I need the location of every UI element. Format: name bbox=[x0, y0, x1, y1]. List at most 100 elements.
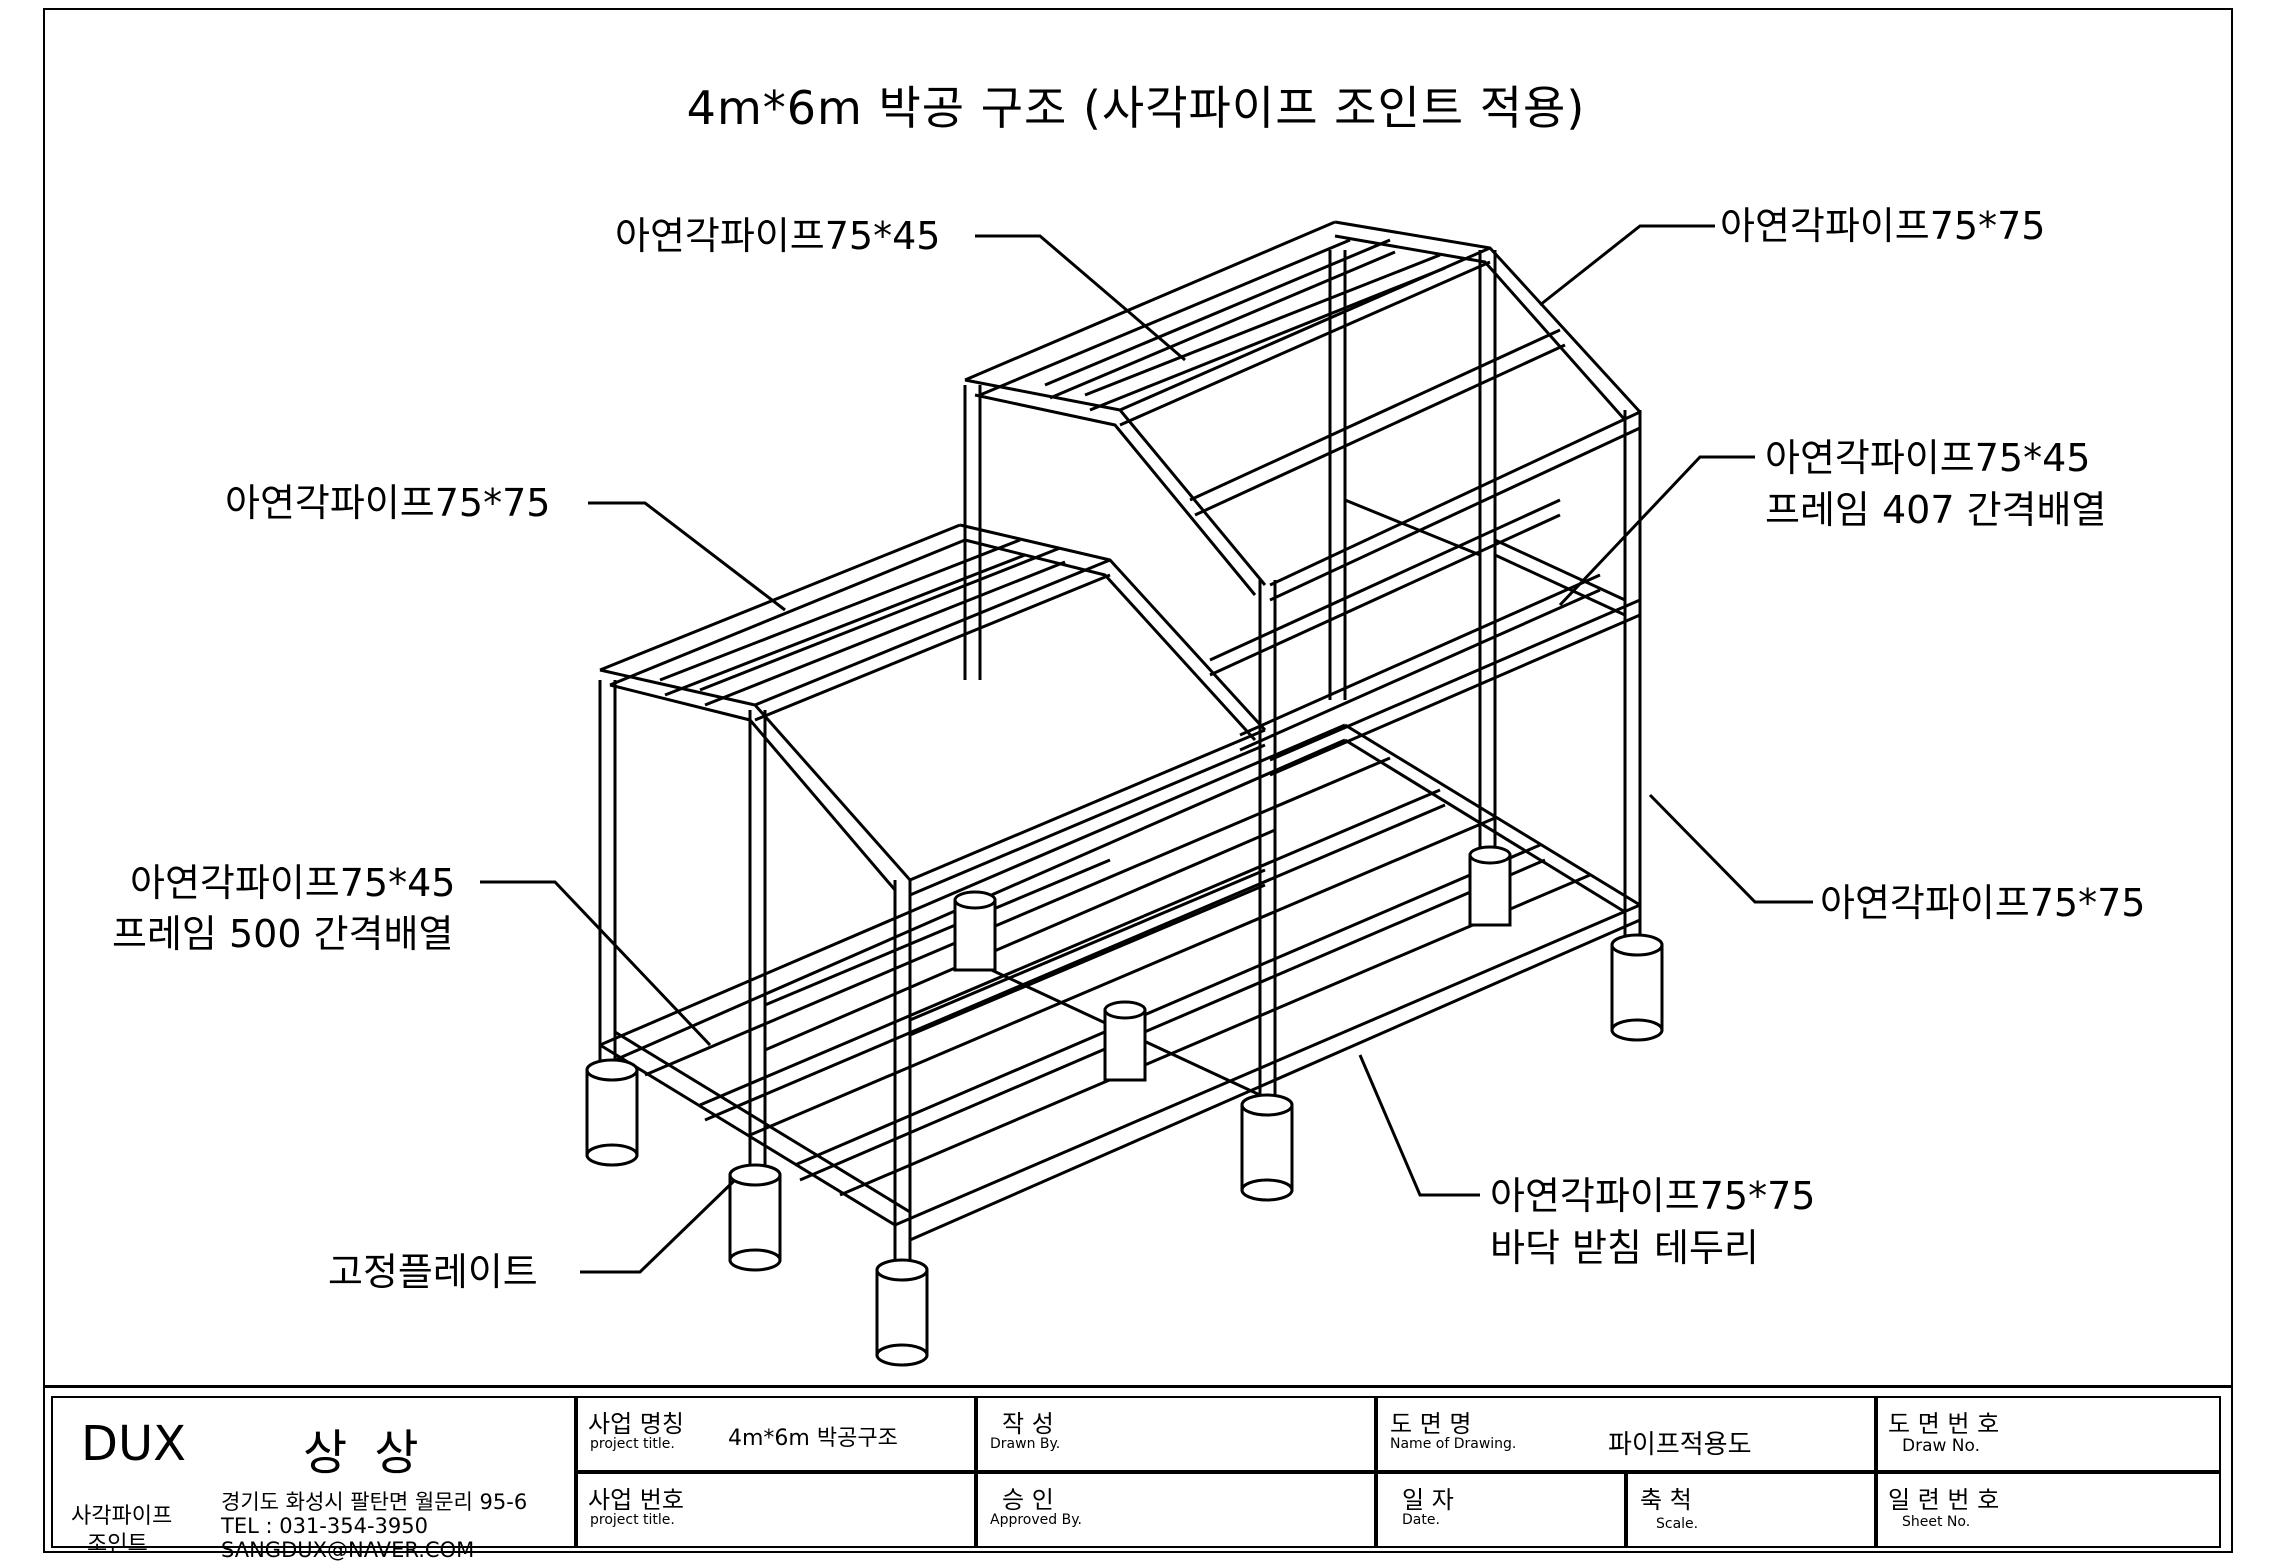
drawing-title: 4m*6m 박공 구조 (사각파이프 조인트 적용) bbox=[686, 81, 1586, 135]
scale-label-en: Scale. bbox=[1656, 1516, 1699, 1532]
callout-bottom-center-2: 바닥 받침 테두리 bbox=[1490, 1226, 1759, 1270]
roof-purlin bbox=[599, 523, 966, 687]
scale-cell: 축 척 Scale. bbox=[1626, 1472, 1876, 1548]
sheet-number-label-en: Sheet No. bbox=[1902, 1514, 1971, 1530]
approved-by-label: 승 인 bbox=[1002, 1486, 1054, 1514]
callout-left-mid: 아연각파이프75*75 bbox=[225, 481, 551, 525]
floor-beam bbox=[894, 903, 1641, 1242]
drawn-by-label-en: Drawn By. bbox=[990, 1436, 1061, 1452]
callout-bottom-center-1: 아연각파이프75*75 bbox=[1490, 1174, 1816, 1218]
floor-beam bbox=[599, 1030, 911, 1227]
floor-beam bbox=[794, 843, 1546, 1182]
pipe-post bbox=[963, 385, 982, 680]
roof-purlin bbox=[659, 538, 1026, 697]
project-name-cell: 사업 명칭 project title. 4m*6m 박공구조 bbox=[576, 1396, 976, 1472]
project-name-label: 사업 명칭 bbox=[588, 1410, 684, 1438]
callout-bottom-left: 고정플레이트 bbox=[328, 1250, 538, 1294]
roof-purlin bbox=[1044, 238, 1396, 400]
project-number-label-en: project title. bbox=[590, 1512, 675, 1528]
sheet-number-label: 일 련 번 호 bbox=[1888, 1486, 2000, 1514]
draw-number-label-en: Draw No. bbox=[1902, 1436, 1981, 1456]
leader-line bbox=[1358, 1054, 1480, 1197]
draw-number-cell: 도 면 번 호 Draw No. bbox=[1876, 1396, 2221, 1472]
callout-left-low-2: 프레임 500 간격배열 bbox=[112, 912, 454, 956]
fixing-plate-footing bbox=[585, 1058, 639, 1167]
date-label: 일 자 bbox=[1402, 1486, 1454, 1514]
floor-beam bbox=[644, 756, 1391, 1077]
company-address: 경기도 화성시 팔탄면 월문리 95-6 bbox=[221, 1490, 528, 1514]
floor-beam bbox=[764, 828, 1276, 1052]
fixing-plate-footing bbox=[728, 1163, 782, 1272]
sheet-number-cell: 일 련 번 호 Sheet No. bbox=[1876, 1472, 2221, 1548]
leader-line bbox=[1648, 793, 1813, 904]
leader-line bbox=[975, 234, 1186, 362]
approved-by-cell: 승 인 Approved By. bbox=[976, 1472, 1376, 1548]
gable-rafter bbox=[1334, 220, 1642, 421]
roof-purlin bbox=[699, 546, 1066, 707]
drawing-border bbox=[43, 8, 2233, 1553]
date-label-en: Date. bbox=[1402, 1512, 1440, 1528]
drawing-name-cell: 도 면 명 Name of Drawing. 파이프적용도 bbox=[1376, 1396, 1876, 1472]
leader-line bbox=[1558, 455, 1755, 607]
approved-by-label-en: Approved By. bbox=[990, 1512, 1082, 1528]
frame-beam bbox=[1269, 598, 1641, 777]
floor-beam bbox=[749, 816, 1496, 1137]
draw-number-label: 도 면 번 호 bbox=[1888, 1410, 2000, 1438]
callout-right-low: 아연각파이프75*75 bbox=[1820, 881, 2146, 925]
company-line-1: 사각파이프 bbox=[71, 1504, 173, 1529]
leader-line bbox=[588, 501, 786, 612]
fixing-plate-footing bbox=[1103, 1000, 1147, 1082]
fixing-plate-footing bbox=[875, 1258, 929, 1367]
company-tel: TEL : 031-354-3950 bbox=[221, 1514, 428, 1538]
fixing-plate-footing bbox=[953, 890, 997, 972]
frame-beam bbox=[1209, 498, 1561, 677]
frame-beam bbox=[1494, 538, 1626, 617]
leader-line bbox=[480, 880, 712, 1047]
company-line-2: 조인트 bbox=[87, 1532, 148, 1557]
callout-top-left: 아연각파이프75*45 bbox=[615, 214, 941, 258]
pipe-post bbox=[1623, 410, 1642, 935]
project-name-label-en: project title. bbox=[590, 1436, 675, 1452]
roof-purlin bbox=[1084, 253, 1446, 412]
roof-purlin bbox=[1189, 328, 1566, 517]
drawing-name-value: 파이프적용도 bbox=[1608, 1430, 1752, 1460]
fixing-plate-footing bbox=[1468, 845, 1512, 927]
callout-top-right: 아연각파이프75*75 bbox=[1720, 204, 2046, 248]
fixing-plate-footing bbox=[1240, 1093, 1294, 1202]
project-number-label: 사업 번호 bbox=[588, 1486, 684, 1514]
callout-right-mid-2: 프레임 407 간격배열 bbox=[1765, 488, 2107, 532]
drawing-name-label: 도 면 명 bbox=[1390, 1410, 1472, 1438]
leader-line bbox=[580, 1178, 737, 1274]
frame-beam bbox=[909, 868, 1266, 1037]
roof-purlin bbox=[1269, 410, 1641, 602]
date-cell: 일 자 Date. bbox=[1376, 1472, 1626, 1548]
fixing-plate-footing bbox=[1610, 933, 1664, 1042]
floor-beam bbox=[1344, 723, 1641, 914]
company-cell: DUX 상 상 사각파이프 조인트 경기도 화성시 팔탄면 월문리 95-6 T… bbox=[51, 1396, 576, 1562]
frame-beam bbox=[764, 858, 1111, 1007]
roof-purlin bbox=[754, 558, 1111, 722]
floor-beam bbox=[839, 873, 1591, 1197]
gable-rafter bbox=[599, 668, 912, 891]
gable-rafter bbox=[959, 523, 1267, 742]
leader-line bbox=[1539, 224, 1715, 307]
brand-logo-text: DUX bbox=[81, 1416, 186, 1472]
drawing-name-label-en: Name of Drawing. bbox=[1390, 1436, 1517, 1452]
brand-korean: 상 상 bbox=[303, 1425, 425, 1481]
roof-purlin bbox=[909, 728, 1266, 897]
project-name-value: 4m*6m 박공구조 bbox=[728, 1426, 898, 1451]
drawn-by-label: 작 성 bbox=[1002, 1410, 1054, 1438]
project-number-cell: 사업 번호 project title. bbox=[576, 1472, 976, 1548]
title-block: DUX 상 상 사각파이프 조인트 경기도 화성시 팔탄면 월문리 95-6 T… bbox=[43, 1385, 2233, 1562]
company-email: SANGDUX@NAVER.COM bbox=[221, 1538, 475, 1562]
roof-purlin bbox=[964, 220, 1351, 397]
drawn-by-cell: 작 성 Drawn By. bbox=[976, 1396, 1376, 1472]
floor-beam bbox=[699, 788, 1446, 1122]
pipe-post bbox=[1258, 580, 1277, 1095]
callout-left-low-1: 아연각파이프75*45 bbox=[130, 861, 456, 905]
frame-beam bbox=[1239, 573, 1601, 752]
callout-right-mid-1: 아연각파이프75*45 bbox=[1765, 436, 2091, 480]
pipe-post bbox=[598, 680, 617, 1060]
